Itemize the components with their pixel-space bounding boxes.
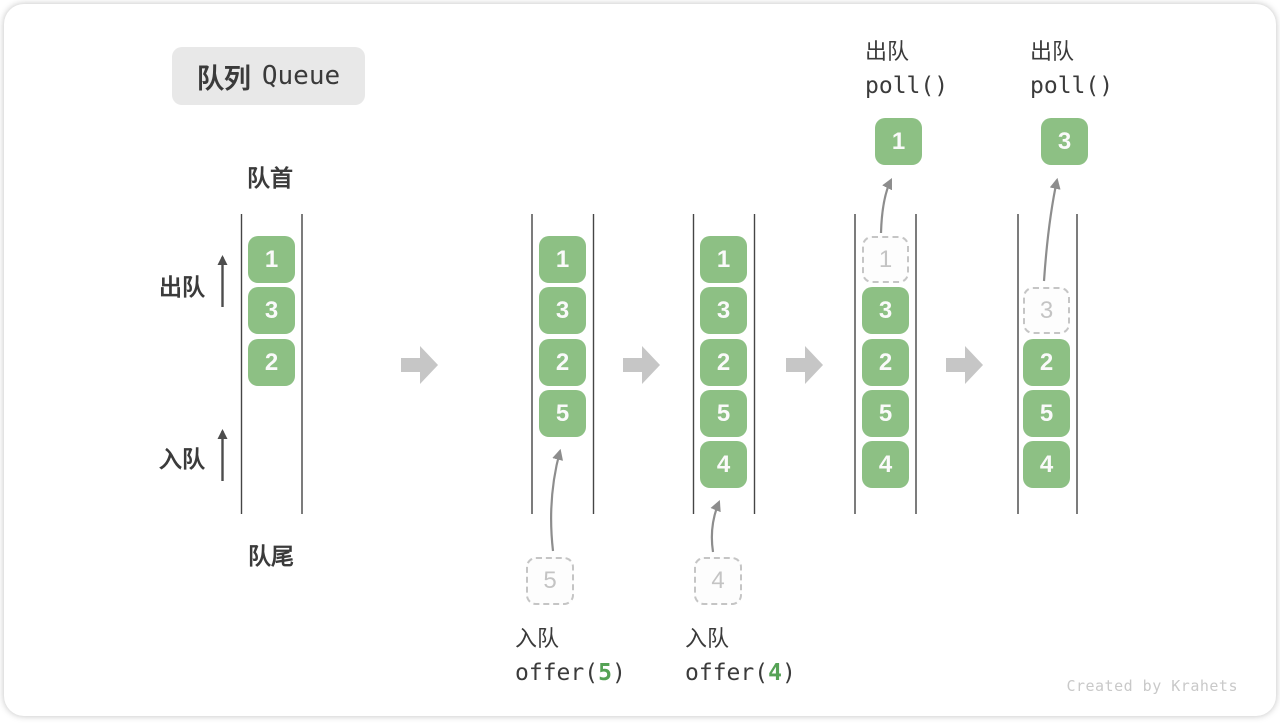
queue-block: 5 [862,390,909,437]
pending-block: 5 [526,557,574,605]
pending-block: 4 [694,557,742,605]
code-post: ) [611,660,626,686]
poll1-op-label: 出队 poll() [865,34,948,99]
poll2-arrow-icon [1042,177,1061,282]
code-arg: 4 [768,660,782,686]
offer5-op-label: 入队 offer(5) [515,621,626,686]
queue-walls [240,214,1078,514]
title-badge: 队列 Queue [172,47,365,105]
offer4-op-label: 入队 offer(4) [685,621,796,686]
code-post: ) [781,660,796,686]
code-arg: 5 [598,660,612,686]
poll1-op-code: poll() [865,73,949,99]
step-arrow-icon [401,346,438,384]
offer5-op-code: offer(5) [515,660,626,686]
title-en: Queue [261,61,341,91]
queue-block: 3 [539,287,586,334]
enqueue-side-label: 入队 [159,446,205,472]
removed-block-placeholder: 1 [862,236,909,283]
poll1-op-name: 出队 [865,39,910,64]
poll2-op-name: 出队 [1030,39,1075,64]
queue-block: 1 [248,236,295,283]
code-pre: offer( [515,660,599,686]
queue-diagram: 队列 Queue 队首 队尾 出队 入队 1 3 2 1 3 2 5 5 1 3… [4,4,1276,716]
queue-block: 1 [700,236,747,283]
code-pre: offer( [685,660,769,686]
queue-block: 4 [862,441,909,488]
offer4-arrow-icon [710,499,721,553]
title-zh: 队列 [196,63,251,94]
queue-block: 3 [862,287,909,334]
step-arrow-icon [623,346,660,384]
queue-block: 5 [1023,390,1070,437]
queue-block: 2 [862,339,909,386]
poll1-arrow-icon [879,178,892,234]
queue-block: 4 [1023,441,1070,488]
queue-block: 1 [539,236,586,283]
rear-label: 队尾 [248,543,294,569]
front-label: 队首 [247,165,293,191]
offer4-op-code: offer(4) [685,660,796,686]
queue-block: 2 [700,339,747,386]
offer5-op-name: 入队 [515,626,560,651]
poll2-op-label: 出队 poll() [1030,34,1113,99]
queue-block: 2 [248,339,295,386]
offer4-op-name: 入队 [685,626,730,651]
offer5-arrow-icon [550,448,564,552]
queue-block: 5 [700,390,747,437]
queue-block: 3 [700,287,747,334]
step-arrow-icon [946,346,983,384]
queue-block: 2 [539,339,586,386]
step-arrow-icon [786,346,823,384]
queue-block: 2 [1023,339,1070,386]
queue-block: 4 [700,441,747,488]
poll2-op-code: poll() [1030,73,1114,99]
credit-text: Created by Krahets [1066,677,1238,695]
queue-block: 3 [248,287,295,334]
diagram-lines-layer [217,177,1078,553]
queue-block: 5 [539,390,586,437]
polled-block: 3 [1041,118,1088,165]
dequeue-side-label: 出队 [159,274,205,300]
removed-block-placeholder: 3 [1023,287,1070,334]
polled-block: 1 [875,118,922,165]
